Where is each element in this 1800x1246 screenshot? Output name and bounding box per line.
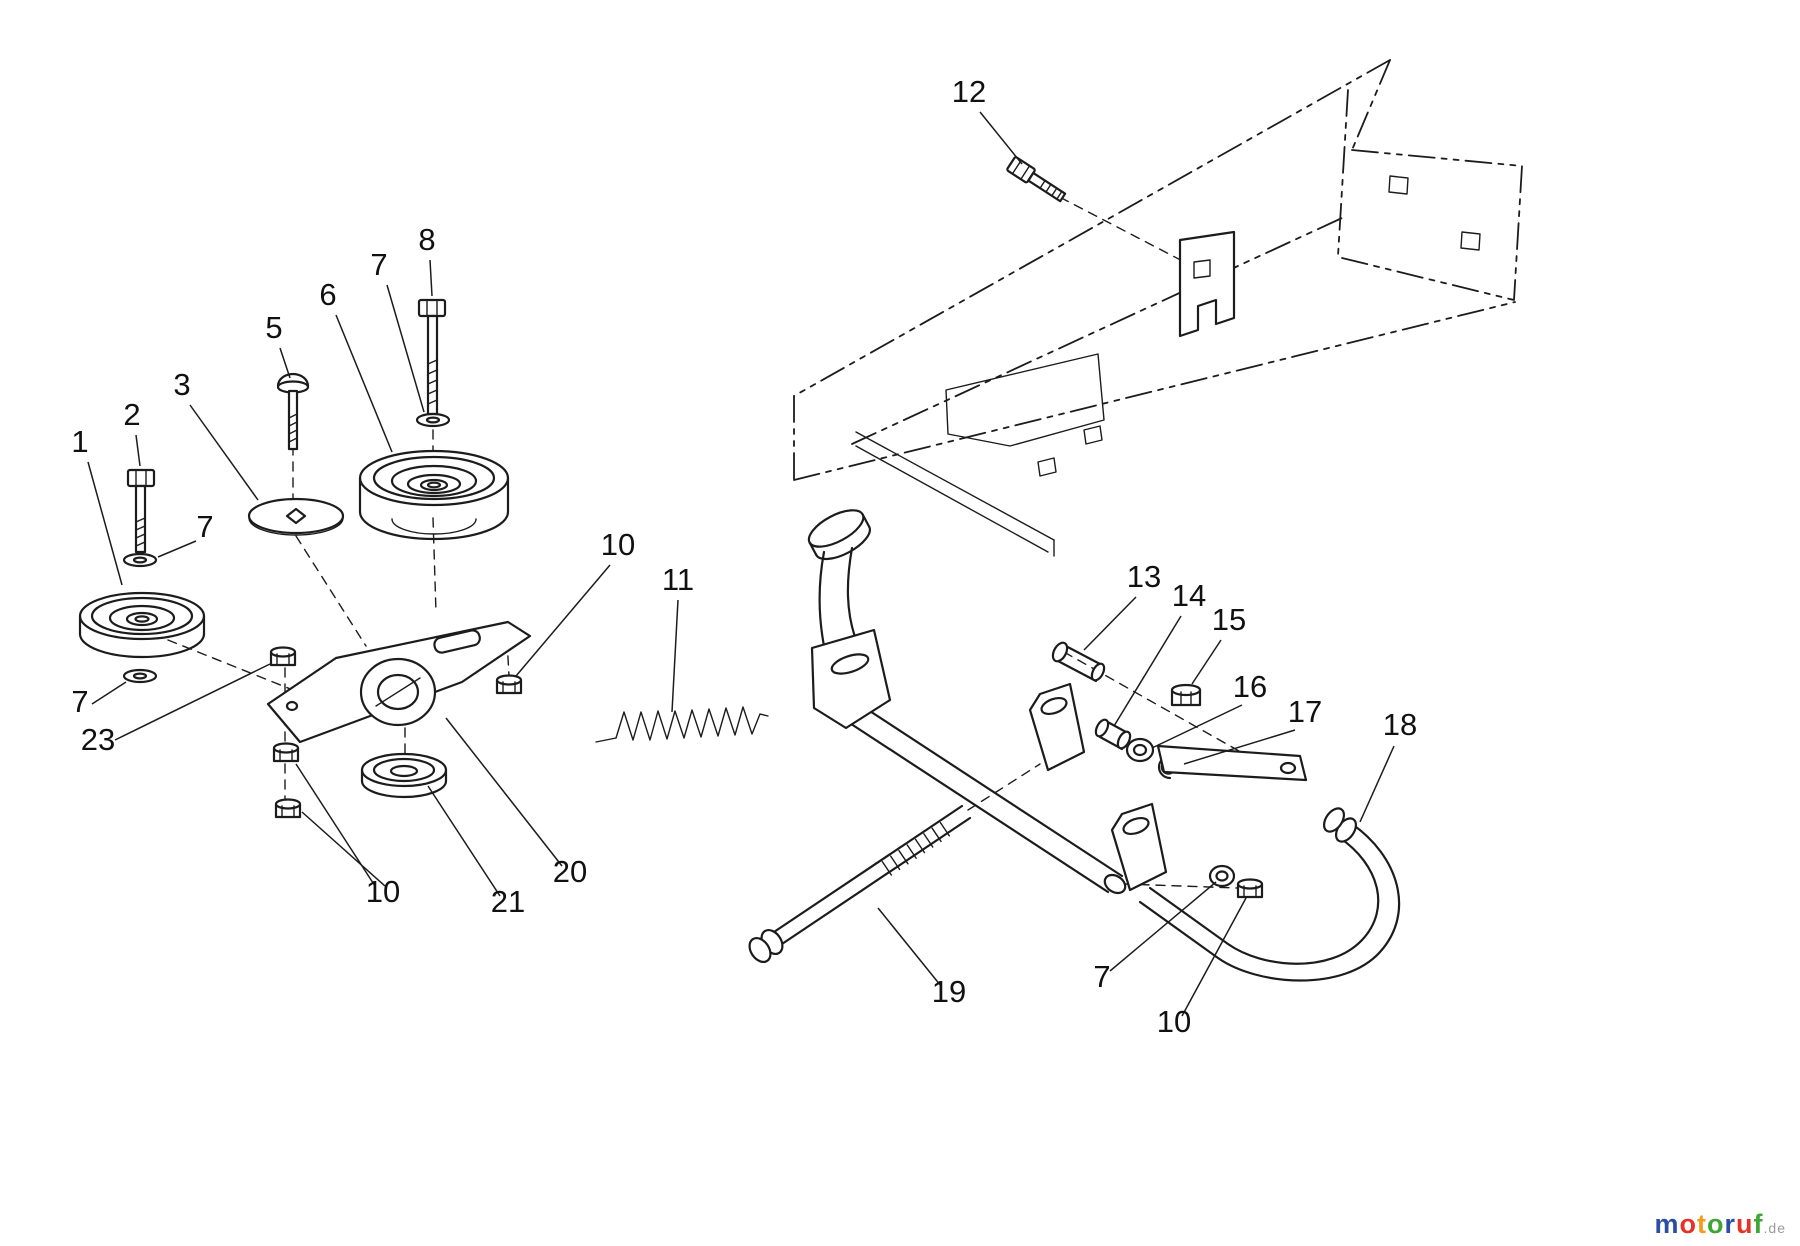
callout-leader-10-14: [301, 811, 386, 887]
watermark-text: motoruf: [1655, 1209, 1764, 1239]
watermark-logo: motoruf.de: [1655, 1209, 1787, 1240]
washer-7-under-bolt-8: [415, 412, 451, 428]
callout-leader-12-15: [979, 111, 1023, 165]
callout-leader-11-11: [671, 599, 679, 713]
washer-7-below-pulley: [122, 668, 158, 684]
callout-leader-7-7: [157, 540, 197, 558]
panel-opening: [855, 353, 1105, 557]
watermark-suffix: .de: [1763, 1220, 1786, 1236]
watermark-letter: f: [1753, 1209, 1764, 1239]
watermark-letter: u: [1736, 1209, 1754, 1239]
callout-label-10-24: 10: [1157, 1004, 1191, 1039]
callout-label-10-10: 10: [601, 527, 635, 562]
rod-bolt-19: [748, 804, 972, 963]
callout-leader-1-0: [87, 461, 123, 586]
washer-16: [1125, 737, 1155, 763]
callout-label-19-22: 19: [932, 974, 966, 1009]
callout-leader-14-17: [1113, 615, 1182, 727]
callout-leader-13-16: [1083, 596, 1137, 651]
callout-label-7-5: 7: [370, 247, 387, 282]
callout-leader-20-12: [445, 717, 563, 867]
callout-label-13-16: 13: [1127, 559, 1161, 594]
callout-label-23-9: 23: [81, 722, 115, 757]
carriage-bolt-5: [276, 372, 310, 451]
clevis-pin-13: [1051, 641, 1106, 683]
frame-panel-phantom: [793, 59, 1523, 481]
callout-label-18-21: 18: [1383, 707, 1417, 742]
nut-10-left-lower: [274, 798, 302, 819]
callout-label-17-20: 17: [1288, 694, 1322, 729]
callout-leader-18-21: [1359, 745, 1395, 823]
idler-pulley-1: [78, 591, 206, 659]
extension-spring-11: [595, 706, 769, 743]
v-idler-pulley-6: [358, 449, 510, 541]
hanger-bracket-a: [1028, 682, 1086, 772]
callout-leader-17-20: [1183, 729, 1296, 765]
callout-label-3-2: 3: [173, 367, 190, 402]
hex-bolt-8: [417, 298, 447, 416]
callout-leader-8-6: [429, 259, 433, 297]
nut-10-left-upper: [272, 742, 300, 763]
callout-leader-21-13: [427, 785, 501, 897]
callout-leader-16-19: [1151, 704, 1243, 749]
hex-bolt-12: [1006, 156, 1067, 203]
callout-label-1-0: 1: [71, 424, 88, 459]
callout-leader-15-18: [1191, 639, 1222, 685]
callout-leader-6-4: [335, 314, 393, 453]
callout-label-8-6: 8: [418, 222, 435, 257]
callout-leader-23-9: [114, 663, 271, 741]
callout-leader-7-23: [1109, 881, 1217, 972]
pedal-rod-18: [1138, 807, 1401, 982]
nut-15: [1170, 683, 1202, 707]
callout-label-10-14: 10: [366, 874, 400, 909]
callout-label-16-19: 16: [1233, 669, 1267, 704]
flat-washer-3: [247, 497, 345, 536]
callout-leader-7-5: [386, 284, 425, 413]
nut-23: [269, 646, 297, 667]
callout-leader-19-22: [877, 907, 942, 987]
callout-label-7-23: 7: [1093, 959, 1110, 994]
callout-label-5-3: 5: [265, 310, 282, 345]
callout-label-15-18: 15: [1212, 602, 1246, 637]
callout-leader-7-8: [91, 681, 127, 705]
callout-leader-3-2: [189, 404, 259, 501]
callout-label-14-17: 14: [1172, 578, 1206, 613]
callout-label-7-8: 7: [71, 684, 88, 719]
watermark-letter: m: [1654, 1209, 1680, 1239]
hanger-bracket-b: [1110, 802, 1168, 892]
spacer-14: [1094, 718, 1132, 751]
callout-leader-10-10: [515, 564, 611, 677]
callout-leader-2-1: [135, 434, 141, 467]
watermark-letter: o: [1679, 1209, 1698, 1239]
callout-label-12-15: 12: [952, 74, 986, 109]
watermark-letter: t: [1697, 1209, 1708, 1239]
callout-leader-10-24: [1181, 897, 1247, 1017]
washer-7-lower-right: [1208, 864, 1236, 888]
watermark-letter: o: [1707, 1209, 1725, 1239]
pedal-cross-shaft: [838, 700, 1127, 895]
panel-center-bracket: [1178, 230, 1236, 338]
idler-arm-plate-20: [266, 620, 532, 744]
nut-10-lower-right: [1236, 878, 1264, 899]
rod-axis-dash: [967, 763, 1041, 811]
callout-label-11-11: 11: [662, 562, 694, 597]
callout-leader-5-3: [279, 347, 291, 379]
callout-label-7-7: 7: [196, 509, 213, 544]
pedal-arm: [807, 509, 892, 730]
hex-bolt-2: [126, 468, 156, 554]
callout-label-20-12: 20: [553, 854, 587, 889]
nut-10-plate: [495, 674, 523, 695]
callout-label-6-4: 6: [319, 277, 336, 312]
callout-label-21-13: 21: [491, 884, 525, 919]
spacer-21: [360, 752, 448, 799]
watermark-letter: r: [1724, 1209, 1737, 1239]
callout-label-2-1: 2: [123, 397, 140, 432]
flat-link-bar: [1156, 744, 1308, 782]
washer-7-top: [122, 552, 158, 568]
